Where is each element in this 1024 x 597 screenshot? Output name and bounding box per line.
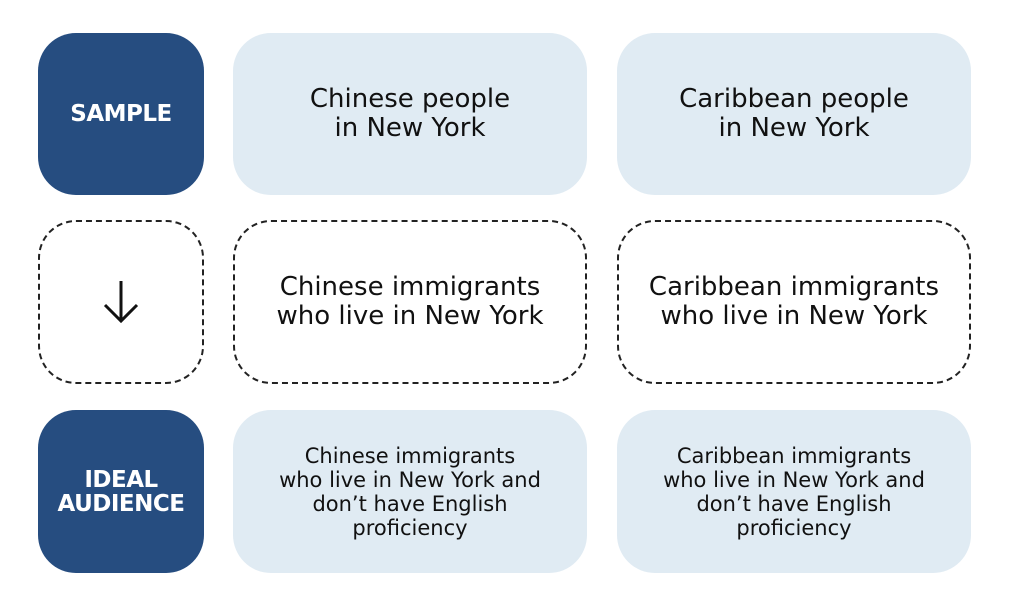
chinese-immigrants-text: Chinese immigrants who live in New York — [276, 272, 544, 331]
caribbean-sample-text: Caribbean people in New York — [679, 84, 909, 143]
caribbean-immigrants-box: Caribbean immigrants who live in New Yor… — [617, 220, 971, 384]
caribbean-ideal-box: Caribbean immigrants who live in New Yor… — [617, 410, 971, 573]
arrow-down-icon — [103, 281, 139, 324]
chinese-sample-box: Chinese people in New York — [233, 33, 587, 195]
caribbean-immigrants-text: Caribbean immigrants who live in New Yor… — [648, 272, 940, 331]
chinese-ideal-box: Chinese immigrants who live in New York … — [233, 410, 587, 573]
arrow-box — [38, 220, 204, 384]
ideal-audience-label-box: IDEAL AUDIENCE — [38, 410, 204, 573]
sample-label: SAMPLE — [70, 101, 172, 127]
sample-label-box: SAMPLE — [38, 33, 204, 195]
chinese-ideal-text: Chinese immigrants who live in New York … — [279, 443, 541, 540]
caribbean-sample-box: Caribbean people in New York — [617, 33, 971, 195]
chinese-sample-text: Chinese people in New York — [309, 84, 511, 143]
caribbean-ideal-text: Caribbean immigrants who live in New Yor… — [663, 443, 925, 540]
ideal-audience-label: IDEAL AUDIENCE — [57, 466, 185, 517]
chinese-immigrants-box: Chinese immigrants who live in New York — [233, 220, 587, 384]
